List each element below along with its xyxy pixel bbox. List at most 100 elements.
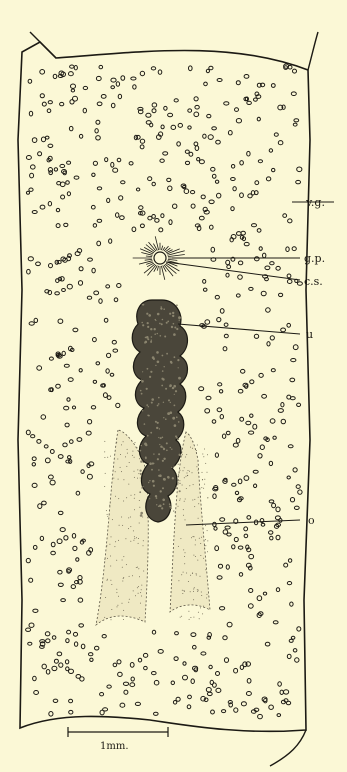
granule <box>266 308 271 312</box>
ovary-stipple-dot <box>178 506 179 507</box>
granule <box>49 264 53 268</box>
granule <box>298 490 302 494</box>
ovary-stipple-dot <box>140 478 141 479</box>
ovary-stipple-dot <box>182 593 183 594</box>
ovary-stipple-dot <box>185 519 186 520</box>
ovary-stipple-dot <box>202 472 203 473</box>
ovary-stipple-dot <box>198 472 199 473</box>
uterus-speckle <box>171 326 173 328</box>
granule <box>270 536 273 540</box>
granule <box>206 69 209 72</box>
uterus-speckle <box>141 445 142 446</box>
uterus-speckle <box>172 387 174 389</box>
uterus-speckle <box>156 504 157 505</box>
ovary-stipple-dot <box>129 599 130 600</box>
granule <box>73 632 77 636</box>
uterus-speckle <box>160 437 162 439</box>
granule <box>297 167 302 172</box>
granule <box>244 75 249 79</box>
ovary-stipple-dot <box>205 569 206 570</box>
granule <box>231 165 234 169</box>
ovary-stipple-dot <box>193 591 194 592</box>
granule <box>67 398 70 402</box>
uterus-speckle <box>139 491 141 493</box>
granule <box>270 262 274 265</box>
granule <box>139 206 143 210</box>
granule <box>93 338 97 342</box>
ovary-stipple-dot <box>132 451 133 452</box>
granule <box>91 205 95 209</box>
granule <box>67 161 71 164</box>
granule <box>249 287 253 290</box>
ovary-stipple-dot <box>104 617 105 618</box>
granule <box>26 558 30 562</box>
granule <box>64 536 68 540</box>
ovary-stipple-dot <box>195 544 196 545</box>
granule <box>199 160 204 164</box>
uterus-speckle <box>169 385 171 387</box>
ovary-stipple-dot <box>137 447 138 448</box>
granule <box>146 113 151 117</box>
granule <box>287 582 291 585</box>
granule <box>71 89 74 92</box>
granule <box>29 322 34 325</box>
granule <box>278 141 283 145</box>
ovary-stipple-dot <box>189 471 190 472</box>
granule <box>240 193 244 198</box>
uterus-speckle <box>166 442 168 444</box>
uterus-speckle <box>153 485 155 487</box>
granule <box>283 214 287 218</box>
ovary-stipple-dot <box>205 539 206 540</box>
granule <box>204 82 208 86</box>
uterus-speckle <box>164 366 165 367</box>
granule <box>65 660 68 664</box>
granule <box>79 134 82 138</box>
granule <box>258 714 263 718</box>
ovary-stipple-dot <box>104 441 105 442</box>
ovary-stipple-dot <box>189 485 190 486</box>
uterus-speckle <box>155 319 156 320</box>
uterus-speckle <box>172 417 175 420</box>
granule <box>189 66 193 71</box>
granule <box>49 712 53 717</box>
uterus-speckle <box>163 458 165 460</box>
ovary-stipple-dot <box>121 517 122 518</box>
ovary-stipple-dot <box>203 606 204 607</box>
granule <box>33 545 37 549</box>
uterus-speckle <box>140 460 143 463</box>
ovary-stipple-dot <box>122 603 123 604</box>
ovary-stipple-dot <box>192 472 193 473</box>
granule <box>265 266 270 270</box>
granule <box>234 708 238 712</box>
granule <box>30 173 34 178</box>
granule <box>239 573 242 577</box>
uterus-speckle <box>145 341 148 344</box>
uterus-speckle <box>162 487 164 489</box>
granule <box>297 403 301 406</box>
granule <box>284 690 289 694</box>
ovary-stipple-dot <box>182 485 183 486</box>
uterus-speckle <box>167 476 169 478</box>
granule <box>273 436 276 439</box>
granule <box>218 383 222 386</box>
ovary-stipple-dot <box>178 464 179 465</box>
ovary-stipple-dot <box>184 501 185 502</box>
granule <box>254 98 258 101</box>
ovary-stipple-dot <box>200 576 201 577</box>
granule <box>66 667 69 671</box>
granule <box>254 334 258 338</box>
granule <box>217 79 222 82</box>
granule <box>64 364 69 367</box>
ovary-stipple-dot <box>117 605 118 606</box>
granule <box>48 101 52 104</box>
granule <box>281 419 285 424</box>
uterus-speckle <box>148 415 150 417</box>
ovary-stipple-dot <box>116 442 117 443</box>
granule <box>208 135 213 140</box>
genital-pore-ray <box>153 244 157 251</box>
granule <box>224 102 229 105</box>
granule <box>241 369 245 373</box>
granule <box>209 66 213 70</box>
granule <box>79 267 83 271</box>
granule <box>140 224 144 228</box>
